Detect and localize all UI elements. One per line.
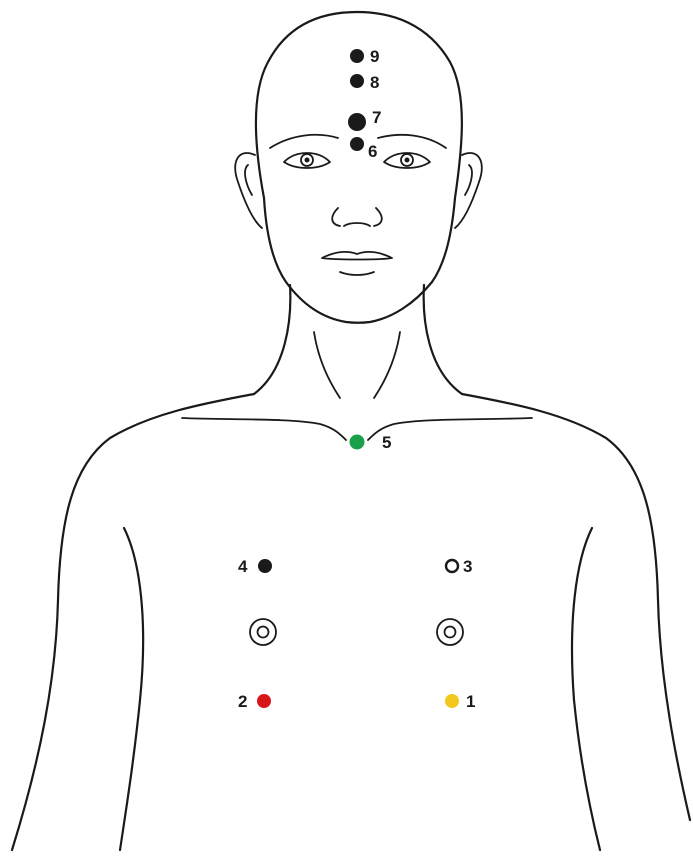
- point-5-marker: [350, 435, 365, 450]
- point-8-label: 8: [370, 73, 379, 92]
- left-pupil: [305, 158, 310, 163]
- neck-muscle-left: [314, 332, 340, 398]
- point-1-marker: [445, 694, 459, 708]
- right-pupil: [405, 158, 410, 163]
- point-4-label: 4: [238, 557, 248, 576]
- point-6-label: 6: [368, 142, 377, 161]
- point-7-marker: [348, 113, 366, 131]
- nose: [332, 208, 382, 226]
- neck-right: [424, 285, 462, 394]
- point-9-marker: [350, 49, 364, 63]
- left-nipple-inner: [258, 627, 269, 638]
- lower-lip: [340, 272, 374, 275]
- right-shoulder-arm: [462, 394, 690, 820]
- neck-left: [254, 285, 290, 394]
- right-nipple-inner: [445, 627, 456, 638]
- point-6-marker: [350, 137, 364, 151]
- point-2-marker: [257, 694, 271, 708]
- point-5-label: 5: [382, 433, 391, 452]
- point-3-marker: [446, 560, 458, 572]
- right-nipple-outer: [437, 619, 463, 645]
- point-4-marker: [258, 559, 272, 573]
- left-ear-inner: [245, 165, 252, 195]
- point-3-label: 3: [463, 557, 472, 576]
- left-shoulder-arm: [12, 394, 254, 850]
- neck-muscle-right: [374, 332, 400, 398]
- right-inner-arm: [572, 528, 600, 850]
- right-ear-inner: [465, 165, 472, 195]
- point-2-label: 2: [238, 692, 247, 711]
- point-7-label: 7: [372, 108, 381, 127]
- mouth: [322, 252, 392, 260]
- right-eyebrow: [378, 135, 446, 148]
- left-eyebrow: [270, 135, 338, 148]
- point-9-label: 9: [370, 47, 379, 66]
- left-inner-arm: [120, 528, 143, 850]
- point-8-marker: [350, 74, 364, 88]
- point-1-label: 1: [466, 692, 475, 711]
- left-nipple-outer: [250, 619, 276, 645]
